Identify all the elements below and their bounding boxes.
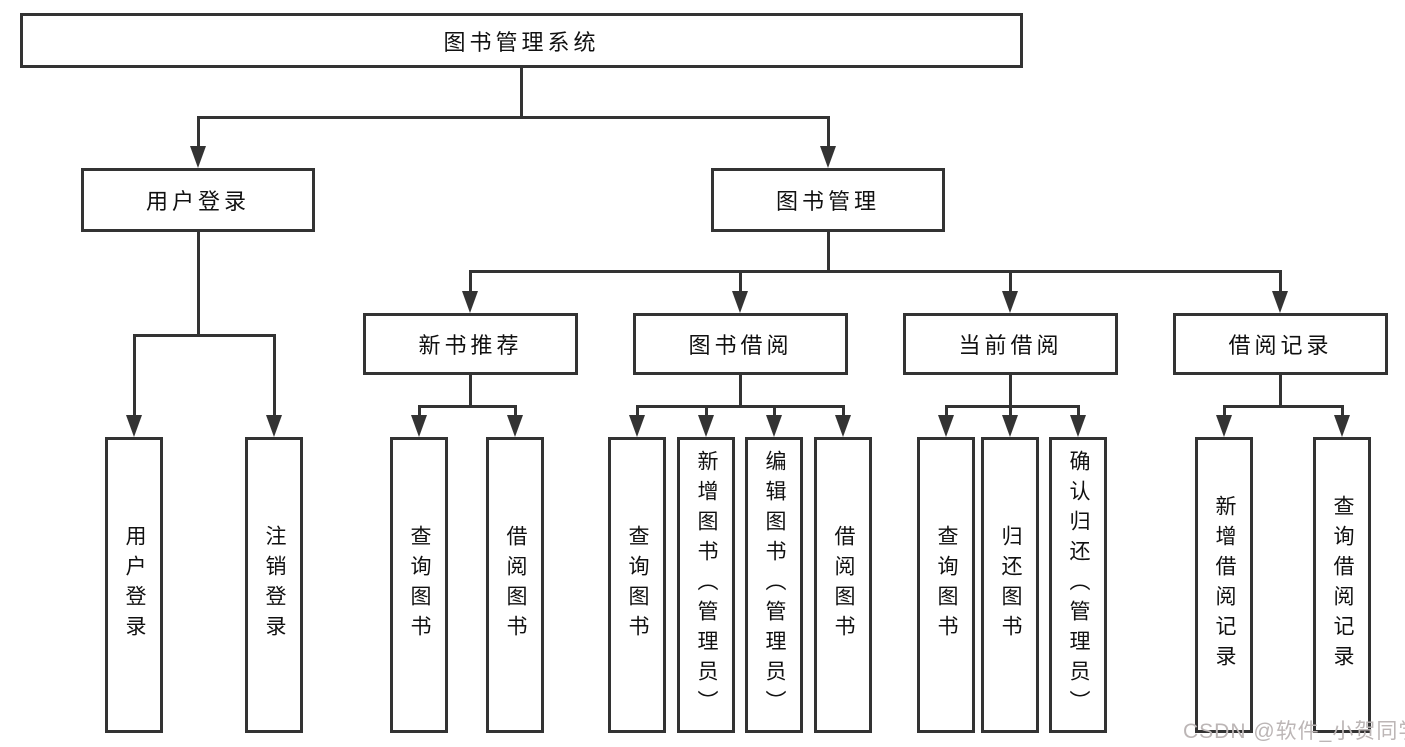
node-leaf-query-book-3: 查询图书 bbox=[917, 437, 975, 733]
leaf-label: 新增借阅记录 bbox=[1213, 495, 1236, 675]
connector-line bbox=[826, 232, 830, 272]
arrow-down-icon bbox=[126, 415, 142, 437]
node-leaf-query-book-1: 查询图书 bbox=[390, 437, 448, 733]
leaf-label: 编辑图书（管理员） bbox=[763, 450, 786, 720]
connector-line bbox=[738, 270, 742, 293]
node-new-book-recommend: 新书推荐 bbox=[363, 313, 578, 375]
arrow-down-icon bbox=[411, 415, 427, 437]
node-root: 图书管理系统 bbox=[20, 13, 1023, 68]
leaf-label: 新增图书（管理员） bbox=[695, 450, 718, 720]
arrow-down-icon bbox=[462, 291, 478, 313]
connector-line bbox=[738, 375, 742, 407]
node-leaf-borrow-book-2: 借阅图书 bbox=[814, 437, 872, 733]
leaf-label: 借阅图书 bbox=[504, 525, 527, 645]
connector-line bbox=[635, 405, 845, 408]
arrow-down-icon bbox=[835, 415, 851, 437]
connector-line bbox=[132, 334, 276, 337]
connector-line bbox=[272, 334, 276, 417]
leaf-label: 查询图书 bbox=[935, 525, 958, 645]
arrow-down-icon bbox=[698, 415, 714, 437]
connector-line bbox=[513, 405, 517, 417]
connector-line bbox=[1340, 405, 1344, 417]
arrow-down-icon bbox=[1070, 415, 1086, 437]
node-leaf-edit-book: 编辑图书（管理员） bbox=[745, 437, 803, 733]
leaf-label: 查询图书 bbox=[626, 525, 649, 645]
arrow-down-icon bbox=[766, 415, 782, 437]
node-leaf-user-login: 用户登录 bbox=[105, 437, 163, 733]
arrow-down-icon bbox=[629, 415, 645, 437]
node-leaf-add-book: 新增图书（管理员） bbox=[677, 437, 735, 733]
leaf-label: 归还图书 bbox=[999, 525, 1022, 645]
arrow-down-icon bbox=[1002, 291, 1018, 313]
arrow-down-icon bbox=[266, 415, 282, 437]
connector-line bbox=[468, 375, 472, 407]
connector-line bbox=[1076, 405, 1080, 417]
connector-line bbox=[519, 68, 523, 118]
leaf-label: 查询借阅记录 bbox=[1331, 495, 1354, 675]
node-leaf-query-book-2: 查询图书 bbox=[608, 437, 666, 733]
connector-line bbox=[468, 270, 472, 293]
connector-line bbox=[635, 405, 639, 417]
connector-line bbox=[132, 334, 136, 417]
leaf-label: 查询图书 bbox=[408, 525, 431, 645]
connector-line bbox=[944, 405, 948, 417]
node-book-borrow: 图书借阅 bbox=[633, 313, 848, 375]
connector-line bbox=[944, 405, 1080, 408]
node-borrow-record: 借阅记录 bbox=[1173, 313, 1388, 375]
connector-line bbox=[704, 405, 708, 417]
connector-line bbox=[417, 405, 517, 408]
connector-line bbox=[826, 116, 830, 148]
arrow-down-icon bbox=[1002, 415, 1018, 437]
connector-line bbox=[468, 270, 1282, 273]
node-current-borrow: 当前借阅 bbox=[903, 313, 1118, 375]
connector-line bbox=[1008, 375, 1012, 407]
connector-line bbox=[196, 116, 200, 148]
connector-line bbox=[1008, 405, 1012, 417]
arrow-down-icon bbox=[732, 291, 748, 313]
node-leaf-return-book: 归还图书 bbox=[981, 437, 1039, 733]
arrow-down-icon bbox=[1216, 415, 1232, 437]
arrow-down-icon bbox=[938, 415, 954, 437]
connector-line bbox=[196, 116, 830, 119]
connector-line bbox=[841, 405, 845, 417]
connector-line bbox=[196, 232, 200, 337]
connector-line bbox=[1222, 405, 1226, 417]
arrow-down-icon bbox=[507, 415, 523, 437]
node-book-management: 图书管理 bbox=[711, 168, 945, 232]
arrow-down-icon bbox=[190, 146, 206, 168]
connector-line bbox=[1008, 270, 1012, 293]
leaf-label: 借阅图书 bbox=[832, 525, 855, 645]
connector-line bbox=[1222, 405, 1344, 408]
leaf-label: 用户登录 bbox=[123, 525, 146, 645]
watermark: CSDN @软件_小贺同学 bbox=[1183, 720, 1405, 743]
connector-line bbox=[772, 405, 776, 417]
arrow-down-icon bbox=[820, 146, 836, 168]
leaf-label: 确认归还（管理员） bbox=[1067, 450, 1090, 720]
node-leaf-confirm-return: 确认归还（管理员） bbox=[1049, 437, 1107, 733]
node-leaf-query-record: 查询借阅记录 bbox=[1313, 437, 1371, 733]
leaf-label: 注销登录 bbox=[263, 525, 286, 645]
connector-line bbox=[1278, 375, 1282, 407]
connector-line bbox=[1278, 270, 1282, 293]
node-user-login: 用户登录 bbox=[81, 168, 315, 232]
arrow-down-icon bbox=[1334, 415, 1350, 437]
connector-line bbox=[417, 405, 421, 417]
node-leaf-add-record: 新增借阅记录 bbox=[1195, 437, 1253, 733]
arrow-down-icon bbox=[1272, 291, 1288, 313]
node-leaf-borrow-book-1: 借阅图书 bbox=[486, 437, 544, 733]
node-leaf-logout: 注销登录 bbox=[245, 437, 303, 733]
